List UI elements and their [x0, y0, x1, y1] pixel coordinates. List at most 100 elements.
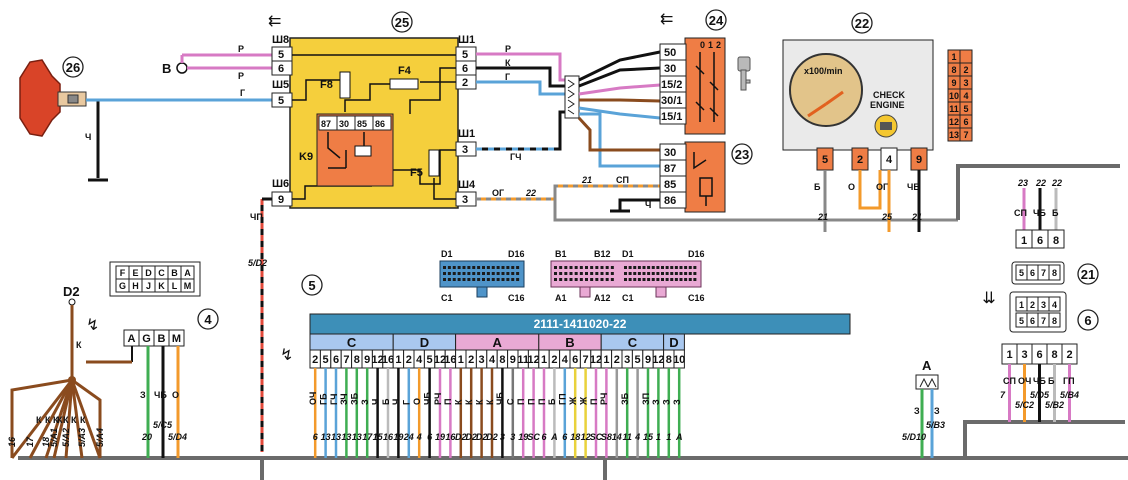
- cluster-block-label: 4: [963, 91, 968, 101]
- ground-bus-right: [963, 420, 1125, 458]
- conn4-cell-label: A: [184, 268, 191, 278]
- ecu5-wire-num: D2: [455, 432, 467, 442]
- conn-a-wire-label-1: З: [934, 406, 940, 416]
- wire-label-gch: ГЧ: [510, 152, 521, 162]
- ecu5-pink-tab-2: [655, 286, 667, 298]
- diag6-wire-label: Б: [1048, 376, 1055, 386]
- ecu5-wire-label: К: [454, 399, 464, 405]
- connector-pin-dot: [624, 266, 627, 269]
- connector-pin-dot: [457, 272, 461, 275]
- agbm-num-1: 5/C5: [153, 420, 173, 430]
- d2-fan-wire: [28, 379, 74, 459]
- connector-pin-dot: [472, 266, 476, 269]
- connector-pin-dot: [642, 278, 646, 281]
- ecu5-wire-label: ЗБ: [620, 392, 630, 405]
- connector-pin-dot: [486, 272, 490, 275]
- connector-pin-dot: [501, 266, 505, 269]
- ecu5-wire-num: A: [550, 432, 558, 442]
- connector-pin-dot: [554, 278, 557, 281]
- ecu5-wire-num: 19: [393, 432, 403, 442]
- ecu5-pink-tab-1: [579, 286, 591, 298]
- connector-pin-dot: [633, 278, 637, 281]
- conn21-marker: ⇇: [981, 291, 998, 304]
- connector-pin-dot: [447, 278, 451, 281]
- relay-k9-switch: [327, 132, 347, 169]
- diag-bot-pin-label: 6: [1030, 316, 1035, 326]
- conn4-cell-label: F: [120, 268, 126, 278]
- ecu5-wire-label: Ж: [568, 396, 578, 406]
- wire-label-chp: ЧП: [250, 212, 263, 222]
- conn4-cell-label: M: [184, 281, 192, 291]
- connector-pin-dot: [656, 278, 660, 281]
- ecu5-wire-num: SC: [527, 432, 540, 442]
- switch-26: 26: [19, 56, 87, 137]
- wire-r2-black: [476, 66, 568, 88]
- connector-pin-dot: [590, 278, 594, 281]
- cluster-22-pin-5-label: 5: [822, 154, 828, 166]
- connector-pin-dot: [564, 272, 568, 275]
- ecu5-wire-label: П: [537, 399, 547, 405]
- cluster-block-label: 9: [951, 78, 956, 88]
- ecu5-pin-label: 2: [468, 354, 474, 366]
- ignition-24-pin-152: 15/2: [661, 79, 682, 91]
- ecu5-wire-label: ЧБ: [495, 392, 505, 405]
- pink-tl1: B1: [555, 249, 567, 259]
- ecu5-pin-label: 5: [635, 354, 641, 366]
- ecu5-wire-label: З: [651, 399, 661, 405]
- connector-pin-dot: [491, 278, 495, 281]
- cluster-22-number: 22: [855, 16, 869, 31]
- connector-pin-dot: [452, 272, 456, 275]
- ignition-24-pos-2: 2: [716, 40, 721, 50]
- ecu5-wire-label: РЧ: [433, 393, 443, 405]
- ecu5-pin-label: 2: [551, 354, 557, 366]
- pink-br1: A12: [594, 293, 611, 303]
- relay-25-pin-r1-label: 5: [462, 49, 468, 61]
- connector-pin-dot: [600, 272, 604, 275]
- relay-23-number: 23: [735, 147, 749, 162]
- diag-top-pin-label: 8: [1052, 268, 1057, 278]
- ecu5-pin-label: 5: [323, 354, 329, 366]
- ignition-24-pin-30: 30: [664, 63, 676, 75]
- cluster-22-wire-0: Б: [814, 182, 821, 192]
- agbm-wire-label-2: О: [172, 390, 179, 400]
- wire-ign-151: [578, 106, 661, 120]
- fuse-f8: [339, 71, 351, 99]
- relay-23-switch: [693, 152, 713, 206]
- connector-pin-dot: [501, 278, 505, 281]
- conn4-cell-label: C: [158, 268, 165, 278]
- agbm-cell-label: A: [128, 333, 136, 345]
- ecu5-wire-num: 13: [321, 432, 331, 442]
- connector-pin-dot: [633, 272, 637, 275]
- ecu5-groups: C2ОЧ65ГБ136ГЧ137ЗЧ138ЗБ139З1712Ч1516Б16D…: [308, 333, 685, 458]
- relay-23-body: [684, 141, 726, 213]
- connector-pin-dot: [559, 278, 563, 281]
- ignition-24-marker: ⇇: [660, 11, 673, 28]
- ecu5-group-label: D: [420, 335, 429, 350]
- connector-pin-dot: [656, 272, 660, 275]
- switch-26-terminal: [67, 94, 79, 104]
- diag6-ring: [1077, 309, 1099, 331]
- ecu5-wire-label: П: [589, 399, 599, 405]
- ecu5-pin-label: 6: [333, 354, 339, 366]
- connector-pin-dot: [610, 266, 614, 269]
- ecu5-pin-label: 2: [312, 354, 318, 366]
- conn-a-label: A: [922, 358, 932, 373]
- ecu5-wire-label: ГП: [558, 393, 568, 405]
- conn21-num-0: 23: [1017, 178, 1028, 188]
- conn4-cell-label: L: [172, 281, 178, 291]
- d2-fan-ref: 5/A4: [95, 428, 105, 447]
- ecu5-pin-label: 4: [562, 354, 569, 366]
- ecu5-wire-num: SC: [590, 432, 603, 442]
- connector-pin-dot: [637, 272, 641, 275]
- agbm-wire-label-1: ЧБ: [154, 390, 167, 400]
- ecu5-ring: [301, 274, 323, 296]
- conn-a-ref-0: 5/D10: [902, 432, 926, 442]
- cluster-block-label: 2: [963, 65, 968, 75]
- cluster-22-pin-4-label: 4: [886, 154, 893, 166]
- fuse-f4-label: F4: [398, 65, 412, 77]
- connector-pin-dot: [496, 266, 500, 269]
- d2-fan-wire: [70, 379, 84, 459]
- relay-25-pin-r2-label: 6: [462, 63, 468, 75]
